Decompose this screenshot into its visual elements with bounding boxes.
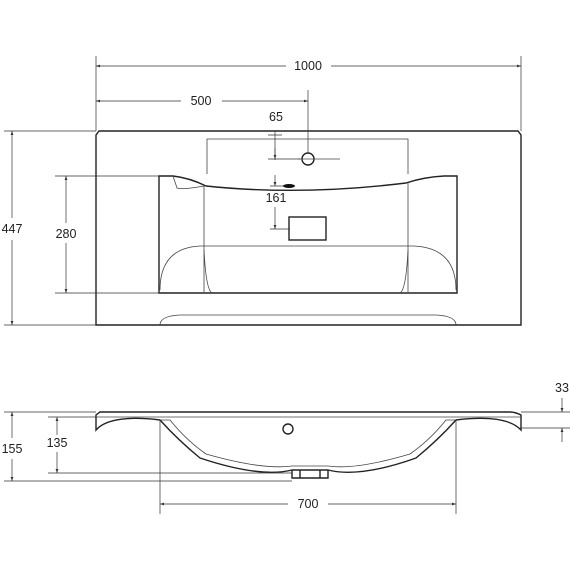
front-lip <box>159 314 457 326</box>
dim-700-label: 700 <box>298 497 319 511</box>
dim-1000-ext <box>95 56 522 131</box>
dim-1000-label: 1000 <box>294 59 322 73</box>
dim-447-label: 447 <box>2 222 23 236</box>
side-drain <box>291 470 329 479</box>
bowl-basin-corners <box>203 249 409 294</box>
top-view <box>95 130 522 326</box>
drain-rect <box>288 216 327 241</box>
side-view <box>95 411 522 479</box>
side-dimensions: 33 155 135 700 <box>2 381 570 514</box>
dim-135-label: 135 <box>47 436 68 450</box>
overflow-hole <box>283 184 295 188</box>
side-faucet-hole <box>282 423 294 435</box>
dim-33-ext <box>521 411 570 429</box>
dim-447-ext <box>4 130 96 326</box>
deck-rect <box>206 138 409 174</box>
dim-155-label: 155 <box>2 442 23 456</box>
dim-155-ext <box>4 411 292 482</box>
side-inner <box>160 419 456 468</box>
bowl-inner-left <box>172 175 205 292</box>
bowl-basin <box>159 245 457 291</box>
dim-700-ext <box>159 420 457 514</box>
side-outline <box>95 411 522 473</box>
dim-280-label: 280 <box>56 227 77 241</box>
bowl-outer <box>158 175 458 294</box>
dim-161-ext <box>270 185 290 230</box>
top-dimensions: 1000 500 65 161 447 280 <box>2 56 522 326</box>
dim-33-label: 33 <box>555 381 569 395</box>
dim-65-label: 65 <box>269 110 283 124</box>
dim-161-label: 161 <box>266 191 287 205</box>
dim-500-label: 500 <box>191 94 212 108</box>
dim-280-ext <box>55 175 159 294</box>
top-outline <box>95 130 522 326</box>
